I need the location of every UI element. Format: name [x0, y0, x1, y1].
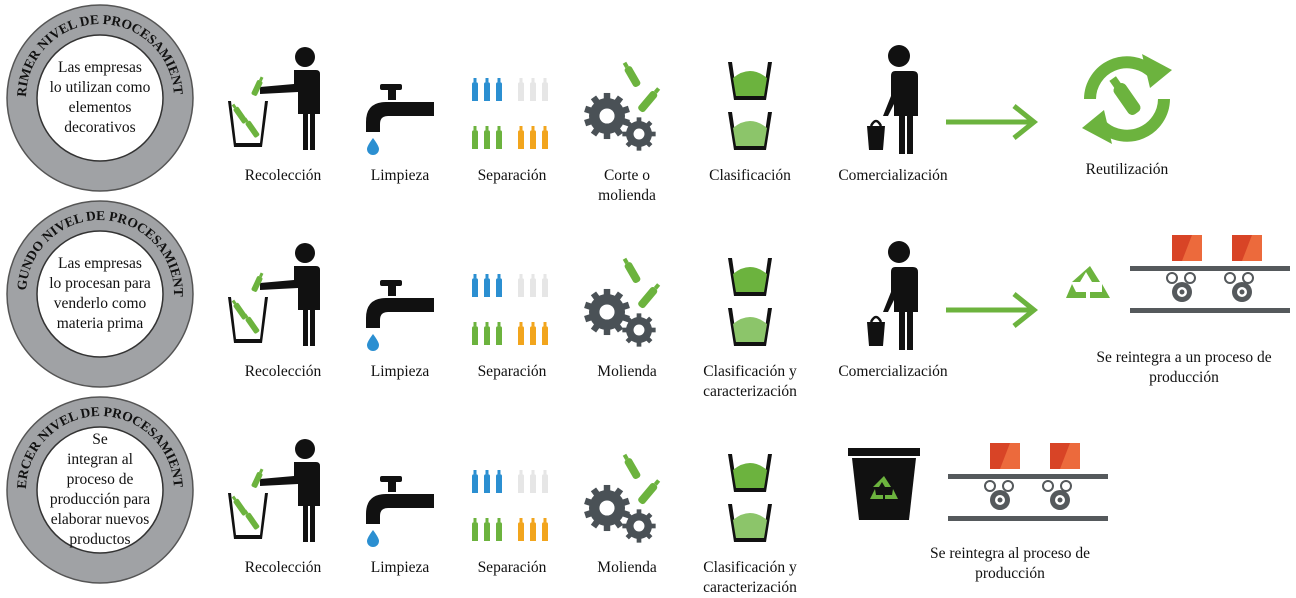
step-label: Recolección: [244, 167, 322, 184]
bottles-icon: [470, 264, 554, 357]
description-line: lo procesan para: [49, 275, 151, 292]
recycle-conveyor-icon: [1058, 230, 1295, 327]
description-line: proceso de: [66, 471, 134, 488]
step-label: Limpieza: [370, 167, 430, 184]
level-ring: TERCER NIVEL DE PROCESAMIENTO: [2, 392, 194, 584]
description-line: lo utilizan como: [49, 79, 151, 96]
bottles-icon: [470, 68, 554, 161]
description-line: integran al: [67, 451, 133, 468]
level-row-3: TERCER NIVEL DE PROCESAMIENTOSe integran …: [0, 392, 1296, 596]
gears-icon: [579, 452, 675, 553]
description-line: Las empresas: [58, 255, 142, 272]
result-label: Se reintegra a un proceso de producción: [1096, 349, 1272, 386]
description-line: elementos: [68, 99, 132, 116]
cups-icon: [722, 252, 778, 357]
level-description: Las empresas lo utilizan como elementos dec…: [44, 58, 156, 138]
bottles-icon: [470, 460, 554, 553]
gears-icon: [579, 60, 675, 161]
level-ring: PRIMER NIVEL DE PROCESAMIENTO: [2, 0, 194, 192]
collection-icon: [223, 438, 343, 553]
step-label: Corte o molienda: [598, 167, 656, 204]
step-label: Clasificación y caracterización: [703, 363, 797, 400]
collection-icon: [223, 242, 343, 357]
step-label: Separación: [477, 167, 547, 184]
step-label: Comercialización: [838, 363, 948, 380]
level-description: Se integran al proceso de producción para el…: [44, 430, 156, 550]
cups-icon: [722, 56, 778, 161]
step-label: Molienda: [597, 559, 657, 576]
faucet-icon: [360, 272, 440, 357]
result-label: Reutilización: [1085, 161, 1169, 178]
description-line: productos: [69, 531, 131, 548]
person-bag-icon: [843, 240, 943, 357]
collection-icon: [223, 46, 343, 161]
description-line: Se: [92, 431, 108, 448]
step-label: Limpieza: [370, 363, 430, 380]
step-label: Separación: [477, 363, 547, 380]
result-label: Se reintegra al proceso de producción: [929, 545, 1091, 582]
description-line: venderlo como: [53, 295, 147, 312]
step-label: Clasificación y caracterización: [703, 559, 797, 596]
step-label: Comercialización: [838, 167, 948, 184]
description-line: materia prima: [56, 315, 144, 332]
description-line: decorativos: [64, 119, 136, 136]
step-label: Separación: [477, 559, 547, 576]
step-label: Recolección: [244, 363, 322, 380]
arrow-icon: [944, 102, 1044, 147]
description-line: Las empresas: [58, 59, 142, 76]
cups-icon: [722, 448, 778, 553]
step-label: Recolección: [244, 559, 322, 576]
level-row-1: PRIMER NIVEL DE PROCESAMIENTOLas empresa…: [0, 0, 1296, 204]
description-line: elaborar nuevos: [50, 511, 150, 528]
description-line: producción para: [49, 491, 151, 508]
person-bag-icon: [843, 44, 943, 161]
faucet-icon: [360, 76, 440, 161]
level-description: Las empresas lo procesan para venderlo com…: [44, 254, 156, 334]
step-label: Clasificación: [709, 167, 791, 184]
step-label: Limpieza: [370, 559, 430, 576]
faucet-icon: [360, 468, 440, 553]
step-label: Molienda: [597, 363, 657, 380]
level-ring: SEGUNDO NIVEL DE PROCESAMIENTO: [2, 196, 194, 388]
reuse-cycle-icon: [1072, 44, 1182, 159]
gears-icon: [579, 256, 675, 357]
arrow-icon: [944, 290, 1044, 335]
level-row-2: SEGUNDO NIVEL DE PROCESAMIENTOLas empres…: [0, 196, 1296, 400]
recycle-bin-conveyor-icon: [848, 438, 1113, 535]
